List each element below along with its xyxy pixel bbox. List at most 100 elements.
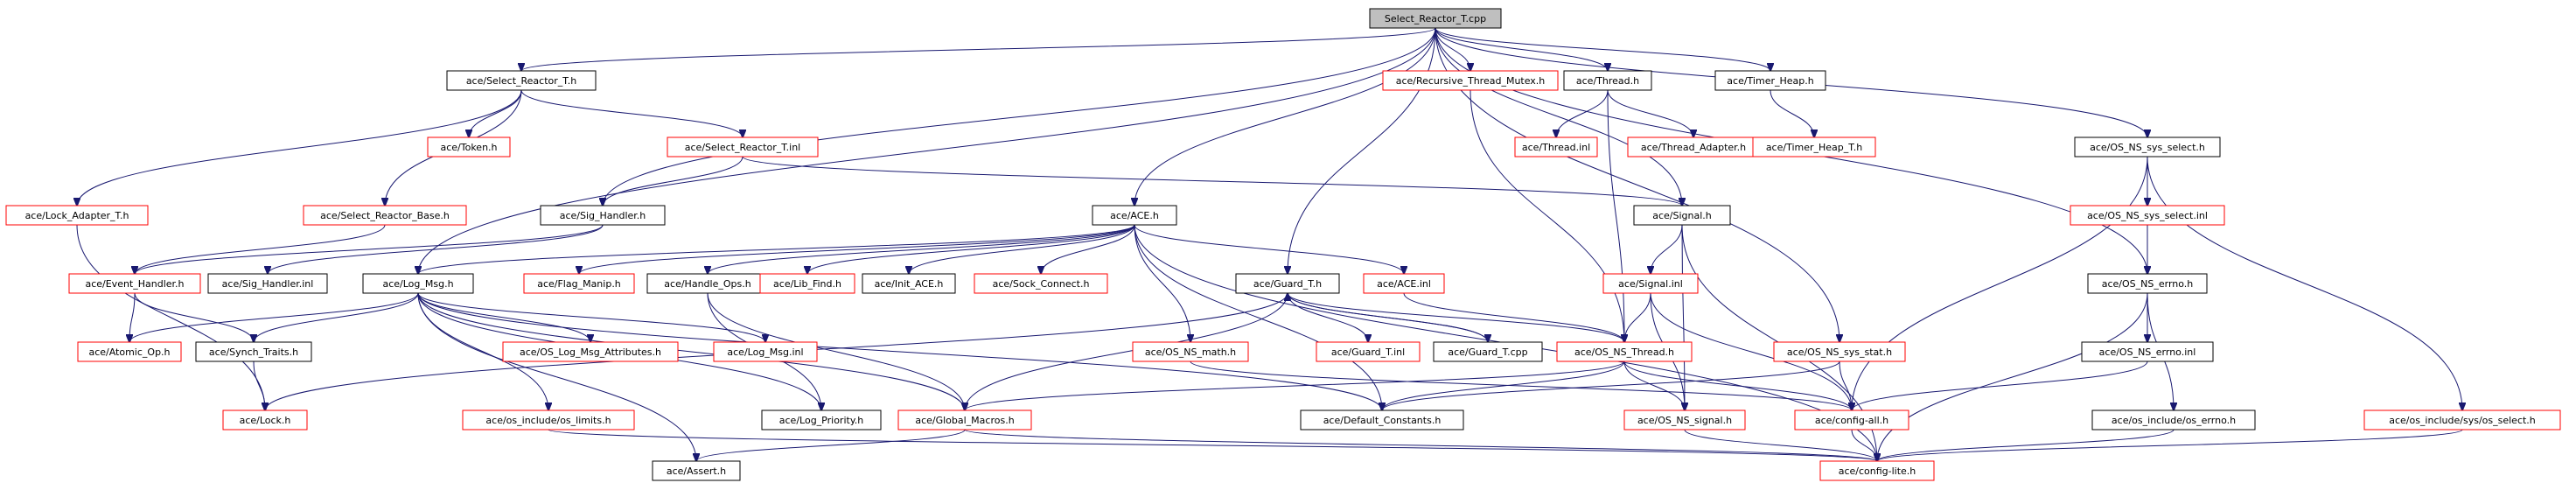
node-signal-inl[interactable]: ace/Signal.inl (1602, 273, 1699, 294)
edge-os_ns_thread_h-to-config_all_h (1623, 360, 1852, 410)
node-box (1563, 70, 1652, 91)
node-os-limits-h[interactable]: ace/os_include/os_limits.h (462, 410, 635, 430)
node-label: ace/Log_Priority.h (779, 415, 863, 426)
edge-select_reactor_t_h-to-token_h (469, 89, 522, 137)
node-recursive-thread-mutex-h[interactable]: ace/Recursive_Thread_Mutex.h (1382, 70, 1559, 91)
node-box (362, 273, 474, 294)
edge-root-to-log_msg_h (418, 27, 1436, 274)
node-os-ns-sys-select-inl[interactable]: ace/OS_NS_sys_select.inl (2070, 205, 2225, 226)
node-box (862, 273, 956, 294)
edge-ace_inl-to-os_ns_thread_h (1403, 292, 1624, 342)
node-box (1752, 136, 1876, 158)
edge-os_ns_errno_inl-to-config_all_h (1852, 360, 2148, 410)
node-event-handler-h[interactable]: ace/Event_Handler.h (68, 273, 201, 294)
node-label: ace/os_include/os_limits.h (485, 415, 611, 426)
node-label: ace/OS_NS_Thread.h (1574, 346, 1674, 358)
node-atomic-op-h[interactable]: ace/Atomic_Op.h (77, 341, 182, 362)
node-sig-handler-h[interactable]: ace/Sig_Handler.h (540, 205, 666, 226)
node-os-ns-errno-h[interactable]: ace/OS_NS_errno.h (2087, 273, 2208, 294)
node-box (897, 410, 1032, 430)
node-box (1514, 136, 1598, 158)
edge-timer_heap_h-to-timer_heap_t_h (1770, 89, 1814, 137)
node-handle-ops-h[interactable]: ace/Handle_Ops.h (646, 273, 769, 294)
edge-root-to-thread_h (1435, 27, 1608, 71)
node-label: ace/OS_NS_errno.h (2102, 278, 2194, 290)
node-box (2091, 410, 2256, 430)
node-ace-inl[interactable]: ace/ACE.inl (1363, 273, 1445, 294)
node-token-h[interactable]: ace/Token.h (427, 136, 511, 158)
node-signal-h[interactable]: ace/Signal.h (1633, 205, 1731, 226)
node-ace-h[interactable]: ace/ACE.h (1092, 205, 1177, 226)
node-box (462, 410, 635, 430)
node-select-reactor-t-inl[interactable]: ace/Select_Reactor_T.inl (667, 136, 819, 158)
node-box (2087, 273, 2208, 294)
edge-log_msg_h-to-synch_traits_h (254, 292, 419, 342)
node-box (1633, 205, 1731, 226)
edge-signal_h-to-signal_inl (1651, 224, 1683, 274)
node-global-macros-h[interactable]: ace/Global_Macros.h (897, 410, 1032, 430)
node-sig-handler-inl[interactable]: ace/Sig_Handler.inl (207, 273, 328, 294)
node-thread-inl[interactable]: ace/Thread.inl (1514, 136, 1598, 158)
edge-ace_h-to-ace_inl (1134, 224, 1404, 274)
node-thread-adapter-h[interactable]: ace/Thread_Adapter.h (1627, 136, 1760, 158)
node-lock-h[interactable]: ace/Lock.h (222, 410, 308, 430)
node-box (1773, 341, 1906, 362)
node-flag-manip-h[interactable]: ace/Flag_Manip.h (523, 273, 635, 294)
edge-log_msg_h-to-log_msg_inl (417, 292, 765, 342)
node-log-msg-inl[interactable]: ace/Log_Msg.inl (713, 341, 818, 362)
node-os-ns-signal-h[interactable]: ace/OS_NS_signal.h (1623, 410, 1746, 430)
node-os-ns-errno-inl[interactable]: ace/OS_NS_errno.inl (2081, 341, 2214, 362)
node-thread-h[interactable]: ace/Thread.h (1563, 70, 1652, 91)
edge-log_msg_h-to-assert_h (417, 292, 696, 461)
node-lib-find-h[interactable]: ace/Lib_Find.h (759, 273, 855, 294)
edge-root-to-ace_h (1134, 27, 1436, 206)
node-box (1300, 410, 1464, 430)
node-os-ns-math-h[interactable]: ace/OS_NS_math.h (1132, 341, 1249, 362)
node-init-ace-h[interactable]: ace/Init_ACE.h (862, 273, 956, 294)
node-root[interactable]: Select_Reactor_T.cpp (1369, 8, 1502, 29)
edge-select_reactor_t_inl-to-sig_handler_h (603, 156, 743, 206)
node-label: ace/Select_Reactor_T.h (466, 75, 576, 87)
node-select-reactor-t-h[interactable]: ace/Select_Reactor_T.h (446, 70, 597, 91)
edge-ace_h-to-flag_manip_h (579, 224, 1135, 274)
node-os-ns-thread-h[interactable]: ace/OS_NS_Thread.h (1556, 341, 1693, 362)
node-lock-adapter-t-h[interactable]: ace/Lock_Adapter_T.h (5, 205, 149, 226)
edge-handle_ops_h-to-global_macros_h (707, 292, 965, 410)
node-timer-heap-t-h[interactable]: ace/Timer_Heap_T.h (1752, 136, 1876, 158)
edge-os_ns_sys_select_h-to-sys_os_select_h (2147, 156, 2462, 410)
edge-select_reactor_base_h-to-event_handler_h (135, 224, 386, 274)
node-guard-t-h[interactable]: ace/Guard_T.h (1235, 273, 1340, 294)
edge-signal_inl-to-config_all_h (1650, 292, 1852, 410)
node-default-constants-h[interactable]: ace/Default_Constants.h (1300, 410, 1464, 430)
node-sock-connect-h[interactable]: ace/Sock_Connect.h (974, 273, 1108, 294)
node-box (2363, 410, 2561, 430)
node-config-lite-h[interactable]: ace/config-lite.h (1819, 460, 1935, 481)
edge-ace_h-to-handle_ops_h (708, 224, 1135, 274)
node-label: ace/Lock.h (240, 415, 291, 426)
node-label: ace/Thread_Adapter.h (1641, 142, 1746, 153)
node-box (540, 205, 666, 226)
edge-ace_h-to-default_constants_h (1134, 224, 1382, 410)
node-select-reactor-base-h[interactable]: ace/Select_Reactor_Base.h (303, 205, 467, 226)
node-os-errno-h[interactable]: ace/os_include/os_errno.h (2091, 410, 2256, 430)
node-log-msg-h[interactable]: ace/Log_Msg.h (362, 273, 474, 294)
edge-os_ns_sys_stat_h-to-config_all_h (1839, 360, 1852, 410)
node-synch-traits-h[interactable]: ace/Synch_Traits.h (195, 341, 312, 362)
node-timer-heap-h[interactable]: ace/Timer_Heap.h (1714, 70, 1826, 91)
node-os-ns-sys-select-h[interactable]: ace/OS_NS_sys_select.h (2074, 136, 2221, 158)
node-box (1714, 70, 1826, 91)
edge-select_reactor_t_h-to-select_reactor_t_inl (520, 89, 743, 137)
edge-ace_h-to-sock_connect_h (1041, 224, 1135, 274)
node-box (2081, 341, 2214, 362)
node-os-ns-sys-stat-h[interactable]: ace/OS_NS_sys_stat.h (1773, 341, 1906, 362)
node-label: ace/Timer_Heap_T.h (1766, 142, 1862, 153)
node-os-log-msg-attributes-h[interactable]: ace/OS_Log_Msg_Attributes.h (502, 341, 679, 362)
node-guard-t-inl[interactable]: ace/Guard_T.inl (1316, 341, 1421, 362)
node-log-priority-h[interactable]: ace/Log_Priority.h (761, 410, 882, 430)
node-guard-t-cpp[interactable]: ace/Guard_T.cpp (1433, 341, 1543, 362)
node-box (1092, 205, 1177, 226)
edge-os_ns_sys_select_h-to-config_all_h (1852, 156, 2148, 410)
node-assert-h[interactable]: ace/Assert.h (652, 460, 741, 481)
node-sys-os-select-h[interactable]: ace/os_include/sys/os_select.h (2363, 410, 2561, 430)
node-config-all-h[interactable]: ace/config-all.h (1794, 410, 1909, 430)
